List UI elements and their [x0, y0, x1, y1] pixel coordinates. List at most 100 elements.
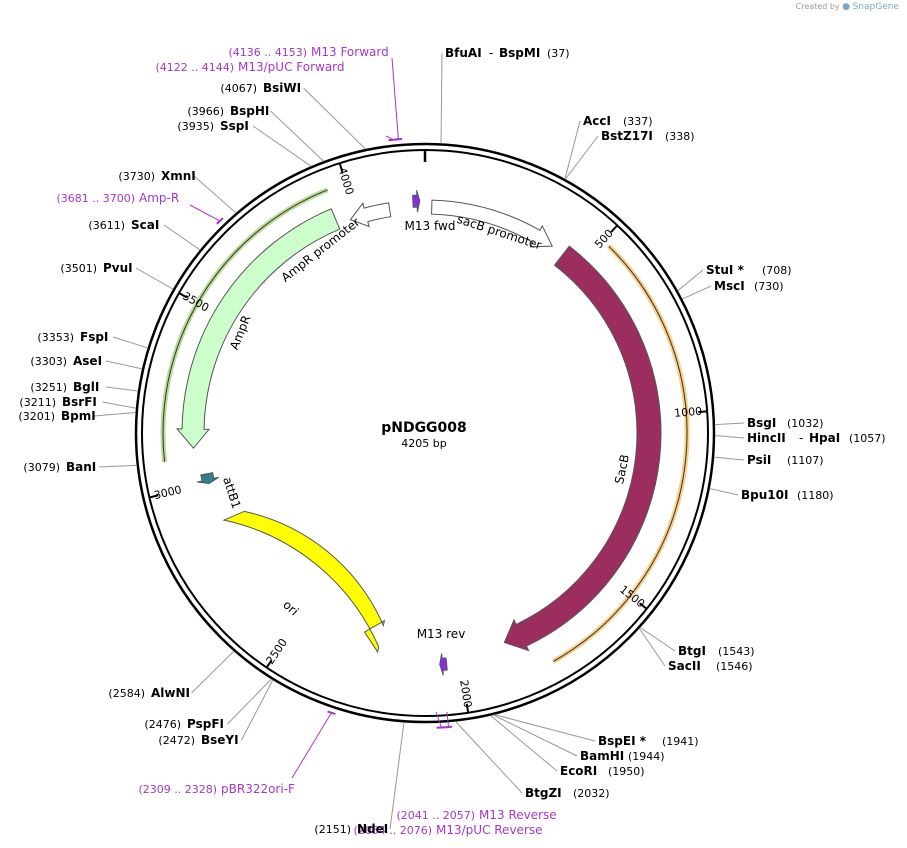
site-name: AccI: [583, 114, 611, 128]
snapgene-credit: Created by ● SnapGene: [796, 2, 899, 12]
site-leader: [163, 224, 201, 251]
tick-mark: [698, 410, 708, 414]
tick-label: 1000: [674, 405, 703, 420]
site-name: PvuI: [103, 261, 133, 275]
site-position: (338): [665, 130, 695, 143]
site-position: (37): [547, 47, 570, 60]
site-position: (3303): [30, 355, 67, 368]
primer-leader: [435, 711, 442, 728]
site-leader: [440, 52, 443, 144]
site-leader: [639, 627, 676, 652]
credit-brand: SnapGene: [852, 2, 899, 12]
site-position: (2151): [314, 823, 351, 836]
site-dash: -: [489, 46, 493, 60]
site-position: (2472): [158, 734, 195, 747]
site-leader: [98, 464, 137, 468]
site-leader: [490, 715, 558, 772]
site-position: (3935): [177, 120, 214, 133]
site-leader: [193, 175, 237, 214]
primer-range: (4136 .. 4153): [228, 46, 307, 59]
site-leader: [105, 386, 139, 392]
site-name: HincII: [747, 431, 786, 445]
site-position: (3251): [30, 381, 67, 394]
site-leader: [93, 412, 136, 417]
feature-m13-rev: [439, 653, 448, 676]
site-name: NdeI: [357, 822, 388, 836]
feature-ampr-promoter: [349, 202, 392, 228]
snapgene-logo-icon: ●: [842, 2, 851, 12]
primer-leader: [446, 711, 450, 728]
site-name: BfuAI: [445, 46, 482, 60]
feature-ampr: [175, 208, 341, 449]
site-leader: [677, 269, 704, 292]
feature-label: M13 fwd: [405, 219, 456, 233]
site-position: (1032): [787, 417, 824, 430]
site-name: PsiI: [747, 453, 771, 467]
tick-mark: [178, 292, 188, 299]
site-name: SacII: [668, 659, 701, 673]
site-name: FspI: [80, 330, 108, 344]
tick-label: 3000: [153, 483, 183, 502]
primer-mark: [216, 217, 224, 225]
primer-range: (2309 .. 2328): [138, 783, 217, 796]
primer-name: Amp-R: [139, 191, 179, 205]
site-leader: [191, 650, 235, 694]
site-position: (3730): [118, 170, 155, 183]
site-position: (1107): [787, 454, 824, 467]
site-position: (1546): [716, 660, 753, 673]
site-leader: [135, 267, 174, 290]
site-leader: [241, 679, 274, 741]
primer-range: (2041 .. 2057): [396, 809, 475, 822]
site-position: (4067): [220, 82, 257, 95]
site-name-secondary: BspMI: [499, 46, 540, 60]
site-leader: [714, 422, 745, 426]
site-position: (3211): [19, 396, 56, 409]
primer-mark: [436, 726, 447, 729]
primer-name: pBR322ori-F: [221, 782, 295, 796]
tick-label: 4000: [335, 166, 356, 197]
site-position: (3611): [88, 219, 125, 232]
feature-sacb: [503, 245, 662, 652]
site-leader: [494, 714, 596, 742]
site-dash: -: [799, 431, 803, 445]
site-name: BsrFI: [62, 395, 97, 409]
primer-name: M13 Reverse: [479, 808, 557, 822]
primer-range: (2054 .. 2076): [353, 824, 432, 837]
site-leader: [303, 87, 366, 150]
site-position: (708): [762, 264, 792, 277]
site-name: SspI: [220, 119, 249, 133]
tick-mark: [610, 224, 619, 233]
site-name: AseI: [73, 354, 102, 368]
site-position: (2032): [573, 787, 610, 800]
feature-attb1: [197, 472, 219, 485]
site-leader: [112, 336, 148, 349]
site-leader: [389, 722, 405, 830]
plasmid-length: 4205 bp: [401, 437, 446, 450]
primer-leader: [189, 204, 221, 222]
primer-range: (4122 .. 4144): [155, 61, 234, 74]
site-position: (1950): [608, 765, 645, 778]
site-name: EcoRI: [560, 764, 597, 778]
site-position: (1180): [797, 489, 834, 502]
site-position: (337): [623, 115, 653, 128]
orf-band-line: [553, 245, 688, 662]
site-position: (3966): [187, 105, 224, 118]
feature-label: ori: [280, 598, 301, 619]
site-leader: [682, 285, 712, 300]
site-name: BpmI: [61, 409, 96, 423]
site-leader: [713, 456, 745, 461]
site-name: BseYI: [201, 733, 239, 747]
site-position: (3353): [37, 331, 74, 344]
site-leader: [492, 714, 578, 757]
site-leader: [105, 360, 143, 370]
site-name: ScaI: [131, 218, 159, 232]
site-leader: [227, 678, 272, 725]
credit-prefix: Created by: [795, 2, 840, 11]
site-name: BstZ17I: [601, 129, 653, 143]
primer-name: M13 Forward: [311, 45, 389, 59]
site-leader: [252, 125, 312, 167]
site-leader: [455, 721, 523, 794]
feature-sacb-promoter: [431, 199, 553, 248]
site-position: (3079): [23, 461, 60, 474]
